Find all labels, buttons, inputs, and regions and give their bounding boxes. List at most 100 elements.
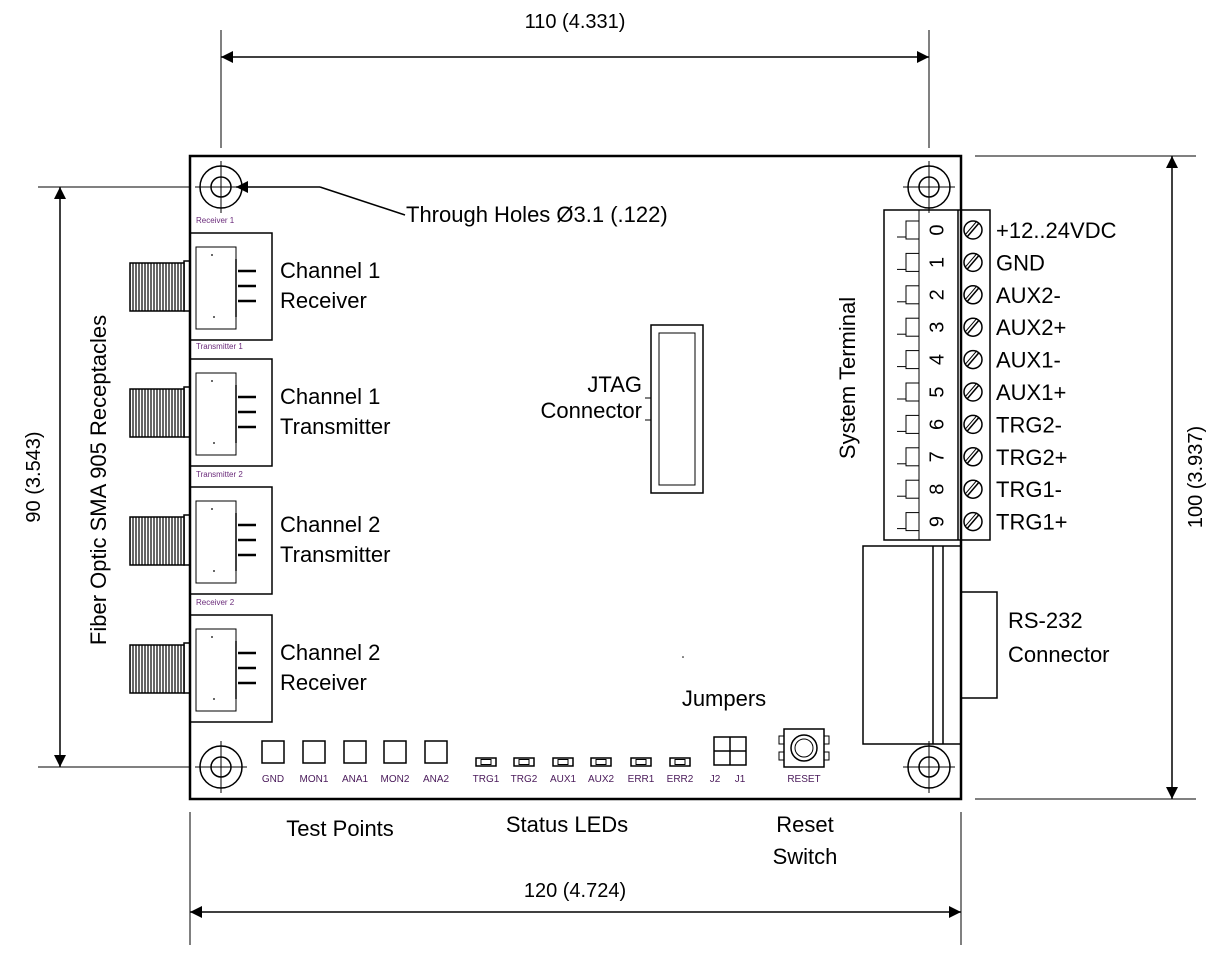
led-label: ERR2	[667, 774, 694, 785]
led-label: TRG2	[511, 774, 538, 785]
test-point-pad	[343, 740, 367, 764]
reset-silk-label: RESET	[787, 774, 820, 785]
terminal-screw	[963, 414, 983, 435]
terminal-number: 1	[926, 257, 948, 268]
led	[513, 757, 535, 767]
test-point-pad	[383, 740, 407, 764]
terminal-signal-label: TRG1+	[996, 510, 1068, 535]
terminal-screw	[963, 447, 983, 467]
terminal-number: 5	[926, 386, 948, 397]
terminal-signal-label: +12..24VDC	[996, 218, 1117, 243]
channel-silk-label: Receiver 1	[196, 216, 235, 225]
reset-label-line1: Reset	[776, 812, 833, 837]
fiber-optic-label: Fiber Optic SMA 905 Receptacles	[86, 315, 111, 645]
dim-right-height: 100 (3.937)	[975, 155, 1207, 800]
channel-label-line1: Channel 1	[280, 258, 380, 283]
led-label: AUX1	[550, 774, 577, 785]
terminal-screw	[963, 220, 983, 240]
dim-bottom-width: 120 (4.724)	[189, 812, 962, 945]
test-point-pad	[302, 740, 326, 764]
test-point-label: ANA1	[342, 774, 369, 785]
terminal-screw	[963, 479, 983, 499]
jumper-label-j2: J2	[710, 774, 721, 785]
reset-label-line2: Switch	[773, 844, 838, 869]
channel-connector: Transmitter 1 Channel 1 Transmitter	[129, 342, 390, 467]
mounting-hole	[903, 161, 955, 213]
terminal-number: 2	[926, 289, 948, 300]
led	[669, 757, 691, 767]
terminal-screw	[963, 252, 983, 273]
terminal-pin	[905, 447, 920, 467]
terminal-screw	[963, 317, 983, 337]
led-label: AUX2	[588, 774, 615, 785]
terminal-signal-label: GND	[996, 250, 1045, 275]
terminal-pin	[905, 512, 920, 532]
test-point-label: GND	[262, 774, 284, 785]
terminal-pin	[905, 285, 920, 305]
dim-bottom-width-label: 120 (4.724)	[524, 880, 626, 902]
terminal-number: 8	[926, 484, 948, 495]
rs232-label-line1: RS-232	[1008, 608, 1083, 633]
terminal-signal-label: TRG2-	[996, 412, 1062, 437]
channel-label-line2: Receiver	[280, 670, 367, 695]
test-point-label: MON2	[381, 774, 410, 785]
channel-connector: Transmitter 2 Channel 2 Transmitter	[129, 470, 390, 595]
channel-silk-label: Transmitter 1	[196, 342, 243, 351]
terminal-pin	[905, 317, 920, 337]
dim-top-width-label: 110 (4.331)	[525, 11, 626, 33]
terminal-screw	[963, 349, 983, 370]
status-leds: TRG1 TRG2 AUX1 AUX2 ERR1 ERR2	[473, 757, 694, 785]
terminal-number: 7	[926, 451, 948, 462]
terminal-signal-label: TRG2+	[996, 445, 1068, 470]
channel-connectors: Receiver 1 Channel 1 Receiver Transmitter 1…	[129, 216, 390, 723]
through-holes-callout: Through Holes Ø3.1 (.122)	[236, 181, 668, 227]
led	[630, 757, 652, 767]
terminal-pin	[905, 252, 920, 272]
led	[590, 757, 612, 767]
test-point-pad	[424, 740, 448, 764]
channel-silk-label: Transmitter 2	[196, 470, 243, 479]
led-label: ERR1	[628, 774, 655, 785]
terminal-screw	[963, 382, 983, 402]
terminal-pin	[905, 382, 920, 402]
channel-label-line2: Transmitter	[280, 542, 390, 567]
test-point-label: ANA2	[423, 774, 450, 785]
terminal-signal-label: AUX1-	[996, 348, 1061, 373]
jtag-connector: JTAG Connector	[540, 324, 704, 494]
rs232-connector: RS-232 Connector	[862, 545, 1110, 745]
mounting-hole	[195, 741, 247, 793]
rs232-label-line2: Connector	[1008, 642, 1110, 667]
board-outline	[188, 154, 963, 801]
terminal-signal-label: TRG1-	[996, 477, 1062, 502]
terminal-number: 4	[926, 354, 948, 365]
jumpers-label: Jumpers	[682, 686, 766, 711]
jumpers: J2 J1 Jumpers	[682, 686, 766, 785]
terminal-pin	[905, 414, 920, 434]
channel-label-line2: Transmitter	[280, 414, 390, 439]
terminal-pin	[905, 350, 920, 370]
mounting-hole	[903, 741, 955, 793]
channel-label-line1: Channel 2	[280, 640, 380, 665]
system-terminal-label: System Terminal	[835, 297, 860, 459]
dim-top-width: 110 (4.331)	[220, 11, 930, 148]
terminal-screw	[963, 285, 983, 305]
reset-switch: RESET Reset Switch	[773, 728, 838, 869]
channel-label-line1: Channel 2	[280, 512, 380, 537]
terminal-signal-label: AUX1+	[996, 380, 1066, 405]
dim-right-height-label: 100 (3.937)	[1185, 426, 1207, 528]
terminal-pin	[905, 479, 920, 499]
test-point-label: MON1	[300, 774, 329, 785]
terminal-screw	[963, 511, 983, 532]
jumper-label-j1: J1	[735, 774, 746, 785]
terminal-number: 0	[926, 224, 948, 235]
led	[552, 757, 574, 767]
led-label: TRG1	[473, 774, 500, 785]
status-leds-label: Status LEDs	[506, 812, 628, 837]
test-points: GND MON1 ANA1 MON2 ANA2	[261, 740, 450, 785]
dim-left-height: 90 (3.543)	[23, 186, 205, 768]
channel-label-line1: Channel 1	[280, 384, 380, 409]
terminal-signal-label: AUX2+	[996, 315, 1066, 340]
